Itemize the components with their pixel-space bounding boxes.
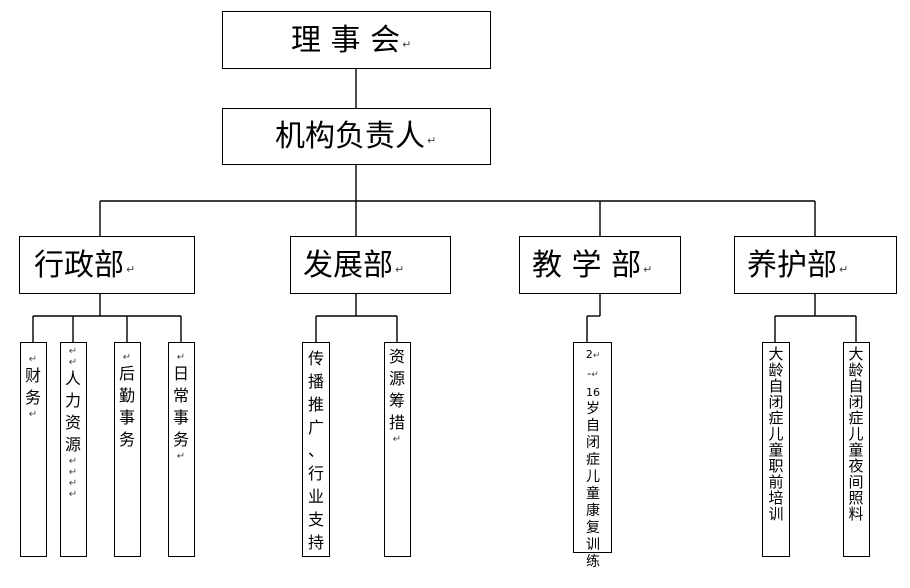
unit-label-hr: 人力资源: [64, 369, 81, 454]
return-mark: ↵: [643, 263, 653, 276]
unit-box-nightcare: [843, 342, 870, 557]
unit-label-rehab: 岁自闭症儿童康复训练: [586, 401, 600, 570]
unit-box-finance: [20, 342, 47, 557]
head-box: 机构负责人↵: [222, 108, 491, 165]
dept-label-care: 养护部: [747, 248, 837, 283]
unit-label-fundraising: 资源筹措: [388, 347, 405, 432]
unit-label-finance: 财务: [24, 366, 41, 407]
return-mark: ↵: [395, 263, 405, 276]
unit-nightcare: 大龄自闭症儿童夜间照料: [845, 346, 867, 522]
board-label: 理 事 会: [291, 23, 401, 58]
unit-box-communication: [302, 342, 330, 557]
unit-hr: ↵ ↵ 人力资源 ↵ ↵ ↵ ↵: [62, 346, 84, 500]
unit-label-daily: 日常事务: [172, 364, 189, 449]
dept-box-development: 发展部↵: [290, 236, 451, 294]
unit-label-nightcare: 大龄自闭症儿童夜间照料: [848, 345, 864, 523]
dept-box-admin: 行政部↵: [19, 236, 195, 294]
unit-logistics: ↵ 后勤事务: [116, 352, 138, 451]
return-mark: ↵: [176, 451, 186, 462]
board-box: 理 事 会↵: [222, 11, 491, 69]
dept-label-development: 发展部: [303, 248, 393, 283]
return-mark: ↵: [68, 357, 78, 368]
dept-box-teaching: 教 学 部↵: [519, 236, 681, 294]
return-mark: ↵: [68, 467, 78, 478]
unit-finance: ↵ 财务 ↵: [22, 354, 44, 420]
unit-rehab-age-start: 2: [585, 348, 593, 361]
return-mark: ↵: [392, 434, 402, 445]
unit-label-logistics: 后勤事务: [118, 364, 135, 449]
unit-box-rehab: [573, 342, 612, 553]
return-mark: ↵: [68, 456, 78, 467]
head-label: 机构负责人: [275, 119, 425, 154]
return-mark: ↵: [176, 352, 186, 363]
return-mark: ↵: [839, 263, 849, 276]
unit-box-logistics: [114, 342, 141, 557]
return-mark: ↵: [28, 409, 38, 420]
return-mark: ↵: [68, 478, 78, 489]
unit-box-daily: [168, 342, 195, 557]
return-mark: ↵: [592, 351, 601, 361]
return-mark: ↵: [427, 134, 437, 147]
dept-box-care: 养护部↵: [734, 236, 897, 294]
unit-rehab-age-end: 16: [586, 386, 600, 399]
return-mark: ↵: [68, 346, 78, 357]
unit-pretraining: 大龄自闭症儿童职前培训: [765, 346, 787, 522]
unit-label-communication: 传播推广、行业支持: [307, 349, 324, 552]
unit-rehab: 2↵ -↵ 16 岁自闭症儿童康复训练: [580, 346, 606, 571]
return-mark: ↵: [402, 38, 412, 51]
return-mark: ↵: [126, 263, 136, 276]
return-mark: ↵: [28, 354, 38, 365]
unit-box-fundraising: [384, 342, 411, 557]
unit-box-pretraining: [762, 342, 790, 557]
dept-label-admin: 行政部: [34, 248, 124, 283]
unit-communication: 传播推广、行业支持: [305, 347, 327, 554]
dept-label-teaching: 教 学 部: [532, 248, 642, 283]
return-mark: ↵: [591, 370, 599, 380]
return-mark: ↵: [68, 489, 78, 500]
unit-rehab-age-dash: -: [587, 367, 592, 380]
unit-fundraising: 资源筹措 ↵: [386, 346, 408, 445]
unit-box-hr: [60, 342, 87, 557]
unit-daily: ↵ 日常事务 ↵: [170, 352, 192, 462]
return-mark: ↵: [122, 352, 132, 363]
unit-label-pretraining: 大龄自闭症儿童职前培训: [768, 345, 784, 523]
